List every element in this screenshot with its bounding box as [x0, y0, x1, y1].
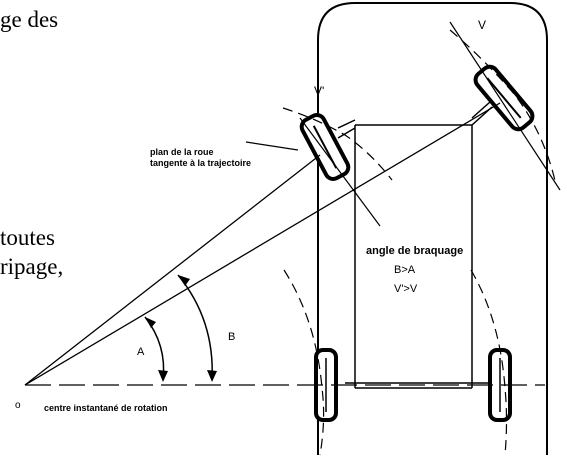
angle-arrowheads [145, 275, 217, 382]
steering-angle-label: angle de braquage [366, 245, 463, 257]
angle-label-a: A [137, 346, 145, 358]
angle-label-b: B [228, 331, 235, 343]
text-fragment-2: toutes [0, 225, 55, 250]
rotation-rays [24, 102, 501, 386]
trajectory-arcs [282, 29, 557, 456]
wheel-label-v-prime: V' [314, 84, 324, 98]
wheel-label-v: V [478, 18, 486, 32]
plane-label-line1: plan de la roue [150, 147, 214, 157]
text-fragment-1: ge des [0, 7, 59, 32]
front-right-wheel [473, 64, 535, 132]
origin-label: o [15, 400, 21, 411]
origin-caption: centre instantané de rotation [44, 403, 168, 413]
angle-arcs [144, 274, 213, 381]
front-left-wheel [299, 113, 351, 181]
text-fragment-3: ripage, [0, 254, 64, 279]
relation-v-prime-gt-v: V'>V [394, 283, 418, 295]
relation-b-gt-a: B>A [394, 264, 416, 276]
plane-label-line2: tangente à la trajectoire [150, 158, 251, 168]
wheel-plane-lines [245, 21, 561, 227]
chassis-frame [337, 101, 495, 389]
car-body-outline [317, 2, 548, 455]
